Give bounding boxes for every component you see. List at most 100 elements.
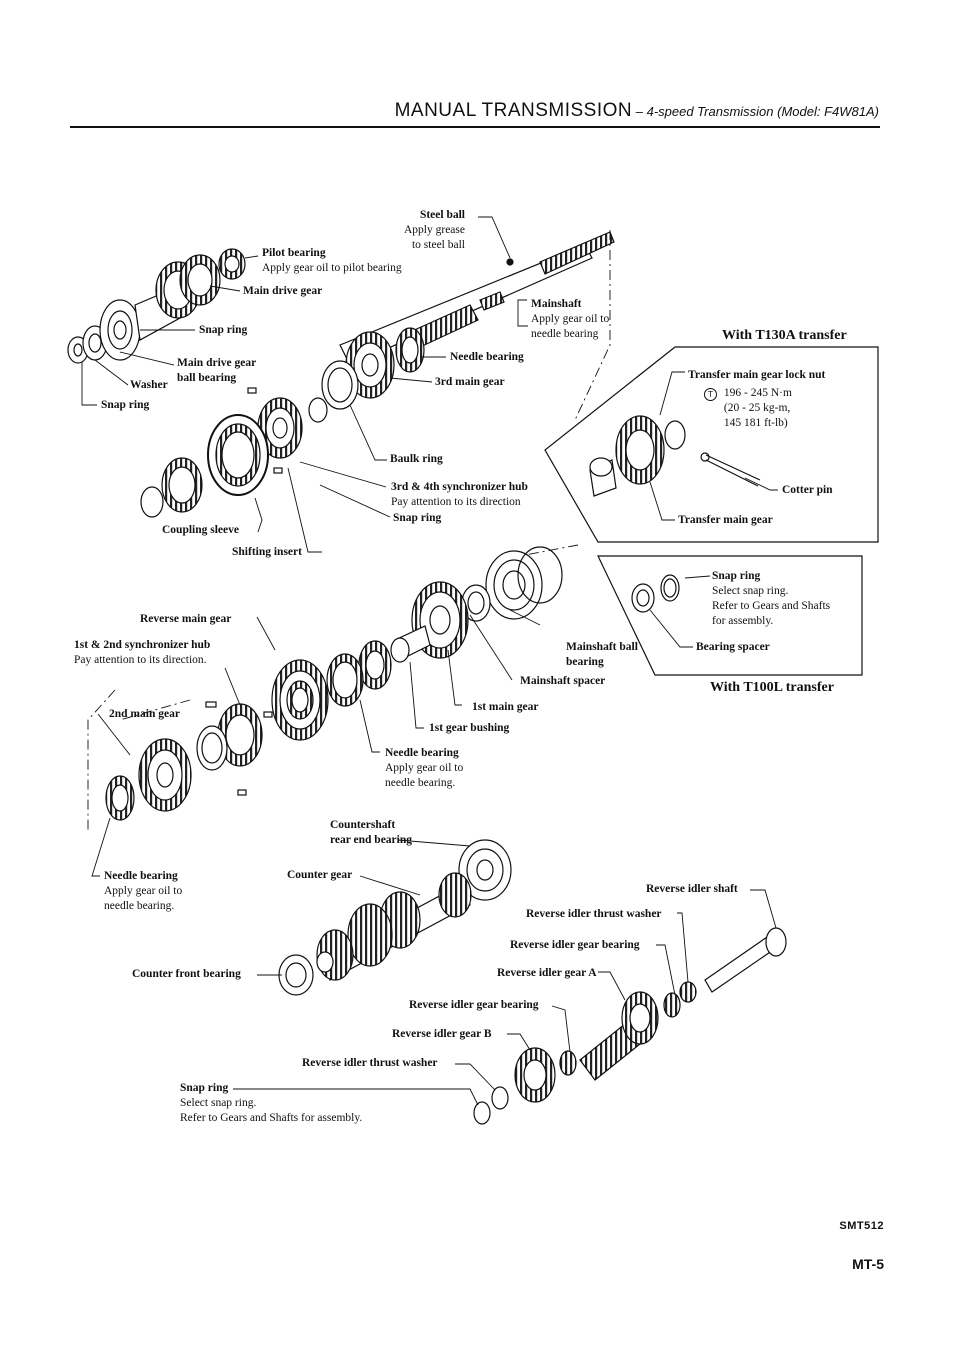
- label-first-main-gear: 1st main gear: [472, 700, 538, 715]
- label-reverse-idler-gear-b: Reverse idler gear B: [392, 1027, 492, 1042]
- baulk-ring-lower: [161, 457, 203, 513]
- label-countershaft-rear-end-bearing: Countershaft rear end bearing: [330, 818, 412, 848]
- main-drive-gear-assembly: [67, 254, 221, 364]
- reverse-idler-thrust-washer-bottom-name: Reverse idler thrust washer: [302, 1057, 438, 1069]
- label-snap-ring-left: Snap ring: [101, 398, 149, 413]
- pilot-bearing: [218, 248, 246, 280]
- label-sync-hub-34: 3rd & 4th synchronizer hub Pay attention…: [391, 480, 528, 510]
- label-transfer-lock-nut: Transfer main gear lock nut: [688, 368, 825, 383]
- transfer-main-gear-name: Transfer main gear: [678, 514, 773, 526]
- t100l-box-title: With T100L transfer: [710, 680, 834, 695]
- needle-bearing-left-note: Apply gear oil to needle bearing.: [104, 885, 183, 912]
- header-rule: [70, 126, 880, 128]
- needle-bearing-top-name: Needle bearing: [450, 351, 524, 363]
- main-drive-gear-ball-bearing-name: Main drive gear ball bearing: [177, 357, 257, 384]
- label-counter-gear: Counter gear: [287, 868, 352, 883]
- label-reverse-idler-gear-a: Reverse idler gear A: [497, 966, 597, 981]
- label-coupling-sleeve: Coupling sleeve: [162, 523, 239, 538]
- needle-bearing-left-name: Needle bearing: [104, 870, 178, 882]
- reverse-idler-gear-b-name: Reverse idler gear B: [392, 1028, 492, 1040]
- sync-hub-12-note: Pay attention to its direction.: [74, 654, 207, 666]
- label-pilot-bearing: Pilot bearing Apply gear oil to pilot be…: [262, 246, 402, 276]
- needle-bearing-mid-note: Apply gear oil to needle bearing.: [385, 762, 464, 789]
- needle-bearing-2nd: [105, 775, 135, 821]
- label-reverse-idler-gear-bearing-mid: Reverse idler gear bearing: [409, 998, 539, 1013]
- baulk-ring-upper: [321, 360, 359, 410]
- leader-lines: [81, 216, 778, 1106]
- third-main-gear-name: 3rd main gear: [435, 376, 505, 388]
- header-subtitle: 4-speed Transmission (Model: F4W81A): [646, 104, 879, 119]
- reverse-idler-gear-bearing-lower: [559, 1050, 577, 1076]
- figure-code: SMT512: [839, 1220, 884, 1232]
- sync-hub-34-note: Pay attention to its direction: [391, 496, 521, 508]
- needle-bearing-1st: [358, 640, 392, 690]
- label-steel-ball: Steel ball Apply grease to steel ball: [404, 208, 465, 253]
- sync-hub-12: [196, 701, 273, 796]
- reverse-idler-gear-a-name: Reverse idler gear A: [497, 967, 597, 979]
- pilot-bearing-note: Apply gear oil to pilot bearing: [262, 262, 402, 274]
- first-gear-bushing: [390, 625, 431, 663]
- coupling-sleeve-name: Coupling sleeve: [162, 524, 239, 536]
- mainshaft-ball-bearing-name: Mainshaft ball bearing: [566, 641, 638, 668]
- sync-hub-12-name: 1st & 2nd synchronizer hub: [74, 639, 211, 651]
- label-t100l-snap-ring: Snap ring Select snap ring. Refer to Gea…: [712, 569, 830, 629]
- label-sync-hub-12: 1st & 2nd synchronizer hub Pay attention…: [74, 638, 210, 668]
- reverse-main-gear-name: Reverse main gear: [140, 613, 232, 625]
- second-main-gear: [138, 738, 192, 812]
- label-reverse-main-gear: Reverse main gear: [140, 612, 231, 627]
- label-washer: Washer: [130, 378, 168, 393]
- torque-values: 196 - 245 N·m (20 - 25 kg-m, 145 181 ft-…: [723, 387, 792, 429]
- t100l-snap-ring-name: Snap ring: [712, 570, 761, 582]
- label-counter-front-bearing: Counter front bearing: [132, 967, 241, 982]
- baulk-ring-name: Baulk ring: [390, 453, 443, 465]
- reverse-main-gear: [271, 659, 329, 741]
- needle-bearing-mid-name: Needle bearing: [385, 747, 459, 759]
- t100l-snap-ring-note: Select snap ring. Refer to Gears and Sha…: [712, 585, 831, 627]
- label-main-drive-gear-ball-bearing: Main drive gear ball bearing: [177, 356, 256, 386]
- steel-ball-name: Steel ball: [419, 209, 465, 221]
- sync-hub-34: [247, 387, 303, 474]
- snap-ring-bottom-part: [473, 1101, 491, 1125]
- label-transfer-main-gear: Transfer main gear: [678, 513, 773, 528]
- label-third-main-gear: 3rd main gear: [435, 375, 505, 390]
- reverse-idler-thrust-washer-top-name: Reverse idler thrust washer: [526, 908, 662, 920]
- label-baulk-ring: Baulk ring: [390, 452, 443, 467]
- needle-bearing-3rd: [395, 327, 425, 373]
- snap-ring-bottom-name: Snap ring: [180, 1082, 229, 1094]
- label-needle-bearing-mid: Needle bearing Apply gear oil to needle …: [385, 746, 463, 791]
- baulk-ring-1st: [326, 653, 364, 707]
- label-bearing-spacer: Bearing spacer: [696, 640, 770, 655]
- first-gear-bushing-name: 1st gear bushing: [429, 722, 510, 734]
- centre-lines: [87, 230, 611, 830]
- shifting-insert-name: Shifting insert: [232, 546, 302, 558]
- label-mainshaft: Mainshaft Apply gear oil to needle beari…: [531, 297, 609, 342]
- label-snap-ring-mid: Snap ring: [393, 511, 441, 526]
- reverse-idler-shaft: [704, 927, 787, 993]
- label-reverse-idler-thrust-washer-bottom: Reverse idler thrust washer: [302, 1056, 438, 1071]
- mainshaft-ball-bearing: [485, 546, 563, 620]
- label-reverse-idler-shaft: Reverse idler shaft: [646, 882, 738, 897]
- label-shifting-insert: Shifting insert: [232, 545, 302, 560]
- label-main-drive-gear: Main drive gear: [243, 284, 322, 299]
- counter-gear: [316, 872, 472, 981]
- label-mainshaft-ball-bearing: Mainshaft ball bearing: [566, 640, 638, 670]
- coupling-sleeve: [207, 414, 269, 496]
- header-separator: –: [632, 104, 647, 119]
- label-reverse-idler-thrust-washer-top: Reverse idler thrust washer: [526, 907, 662, 922]
- snap-ring-left-name: Snap ring: [101, 399, 150, 411]
- t100l-box-outline: [597, 555, 863, 676]
- cotter-pin-name: Cotter pin: [782, 484, 833, 496]
- reverse-idler-shaft-name: Reverse idler shaft: [646, 883, 738, 895]
- t130a-box-outline: [544, 346, 879, 543]
- counter-gear-name: Counter gear: [287, 869, 353, 881]
- second-main-gear-name: 2nd main gear: [109, 708, 180, 720]
- reverse-idler-thrust-washer-upper: [679, 981, 697, 1003]
- snap-ring-mid-part: [308, 397, 328, 423]
- snap-ring-bottom-note: Select snap ring. Refer to Gears and Sha…: [180, 1097, 363, 1124]
- label-needle-bearing-left: Needle bearing Apply gear oil to needle …: [104, 869, 182, 914]
- reverse-idler-gear-a: [579, 991, 681, 1081]
- countershaft-rear-end-bearing-name: Countershaft rear end bearing: [330, 819, 412, 846]
- label-second-main-gear: 2nd main gear: [109, 707, 180, 722]
- first-main-gear-name: 1st main gear: [472, 701, 539, 713]
- mainshaft-spacer-name: Mainshaft spacer: [520, 675, 606, 687]
